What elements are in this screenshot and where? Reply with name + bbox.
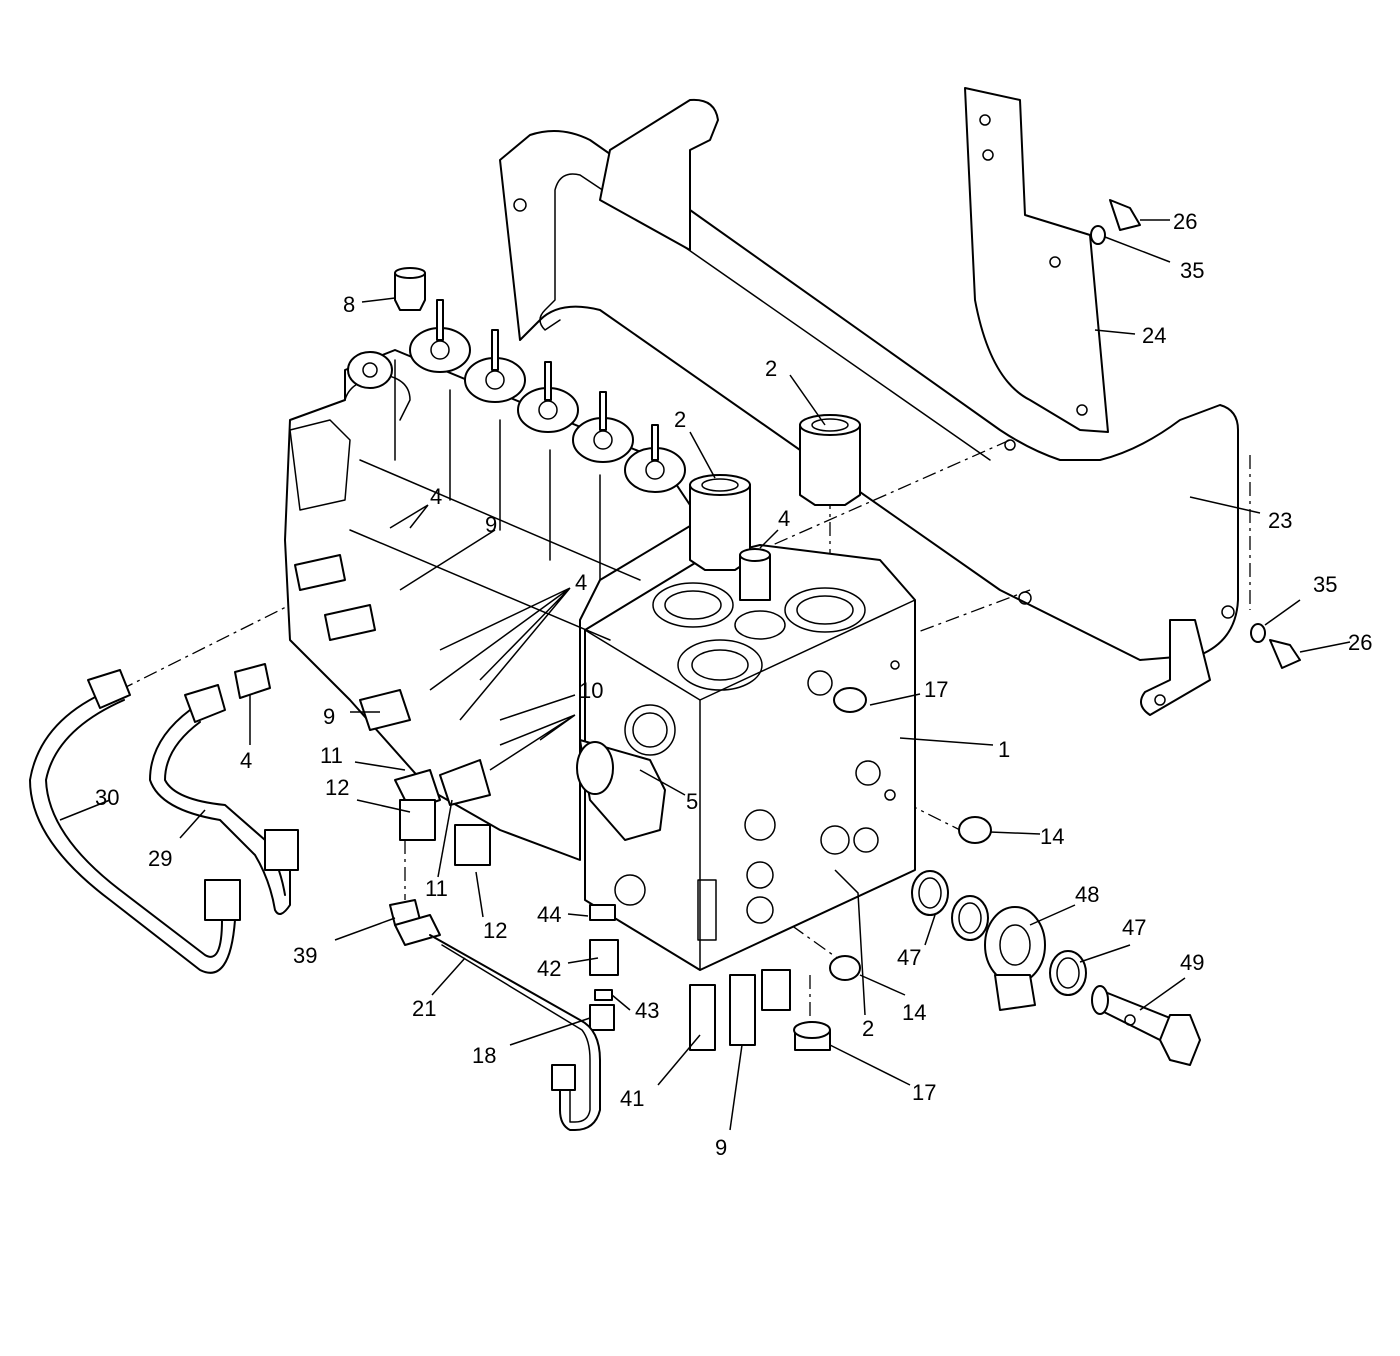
valve-caps [347,299,686,493]
callout-47-right: 47 [1122,915,1146,940]
callout-43: 43 [635,998,659,1023]
callout-24: 24 [1142,323,1166,348]
callout-21: 21 [412,996,436,1021]
callout-39: 39 [293,943,317,968]
callout-11-lower: 11 [425,876,448,901]
callout-4-left: 4 [240,748,252,773]
mounting-plate [964,87,1109,433]
callout-48: 48 [1075,882,1099,907]
banjo-fitting [984,906,1201,1066]
callout-17-upper: 17 [924,677,948,702]
leader-lines [59,219,1351,1131]
callout-14-upper: 14 [1040,824,1064,849]
callout-47-left: 47 [897,945,921,970]
callout-5: 5 [686,789,698,814]
callout-2-bottom: 2 [862,1016,874,1041]
callout-42: 42 [537,956,561,981]
callout-labels: 8 2 2 2 4 4 4 4 9 9 9 10 11 11 12 12 5 1… [95,209,1372,1160]
callout-2-mid: 2 [674,407,686,432]
callout-17-lower: 17 [912,1080,936,1105]
callout-26-upper: 26 [1173,209,1197,234]
callout-49: 49 [1180,950,1204,975]
callout-35-lower: 35 [1313,572,1337,597]
callout-4-center: 4 [575,570,587,595]
callout-10: 10 [579,678,603,703]
callout-23: 23 [1268,508,1292,533]
callout-30: 30 [95,785,119,810]
callout-4-upper: 4 [430,484,442,509]
fittings [234,199,1301,1051]
callout-8: 8 [343,292,355,317]
callout-9-upper: 9 [485,512,497,537]
hydraulic-tubes [29,669,299,974]
callout-35-upper: 35 [1180,258,1204,283]
callout-12-lower: 12 [483,918,507,943]
valve-block [584,544,916,971]
callout-41: 41 [620,1086,644,1111]
seal-rings [911,225,1266,996]
callout-26-lower: 26 [1348,630,1372,655]
small-tube [429,934,601,1131]
callout-29: 29 [148,846,172,871]
callout-14-lower: 14 [902,1000,926,1025]
callout-11-left: 11 [320,743,343,768]
callout-18: 18 [472,1043,496,1068]
callout-9-bottom: 9 [715,1135,727,1160]
callout-44: 44 [537,902,561,927]
callout-2-top: 2 [765,356,777,381]
mounting-bracket [499,98,1239,716]
callout-9-left: 9 [323,704,335,729]
callout-4-block: 4 [778,506,790,531]
callout-1: 1 [998,737,1010,762]
callout-12-left: 12 [325,775,349,800]
